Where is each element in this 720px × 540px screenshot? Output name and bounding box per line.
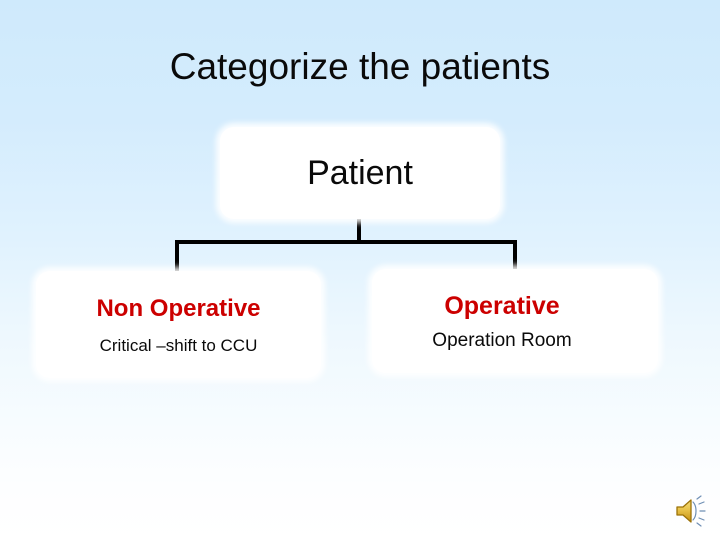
node-non-operative-heading: Non Operative — [96, 294, 261, 322]
node-operative-detail: Operation Room — [432, 330, 572, 351]
connector-drop-left — [175, 240, 179, 276]
node-non-operative[interactable]: Non Operative Critical –shift to CCU — [36, 271, 321, 378]
node-non-operative-detail: Critical –shift to CCU — [99, 335, 258, 355]
node-patient[interactable]: Patient — [220, 127, 500, 219]
page-title: Categorize the patients — [169, 46, 551, 87]
node-operative[interactable]: Operative Operation Room — [372, 269, 658, 373]
node-patient-label: Patient — [307, 154, 413, 192]
speaker-icon[interactable] — [674, 494, 712, 528]
connector-root-stem — [357, 218, 361, 244]
connector-drop-right — [513, 240, 517, 276]
connector-horizontal-bar — [175, 240, 517, 244]
node-operative-heading: Operative — [444, 292, 560, 320]
